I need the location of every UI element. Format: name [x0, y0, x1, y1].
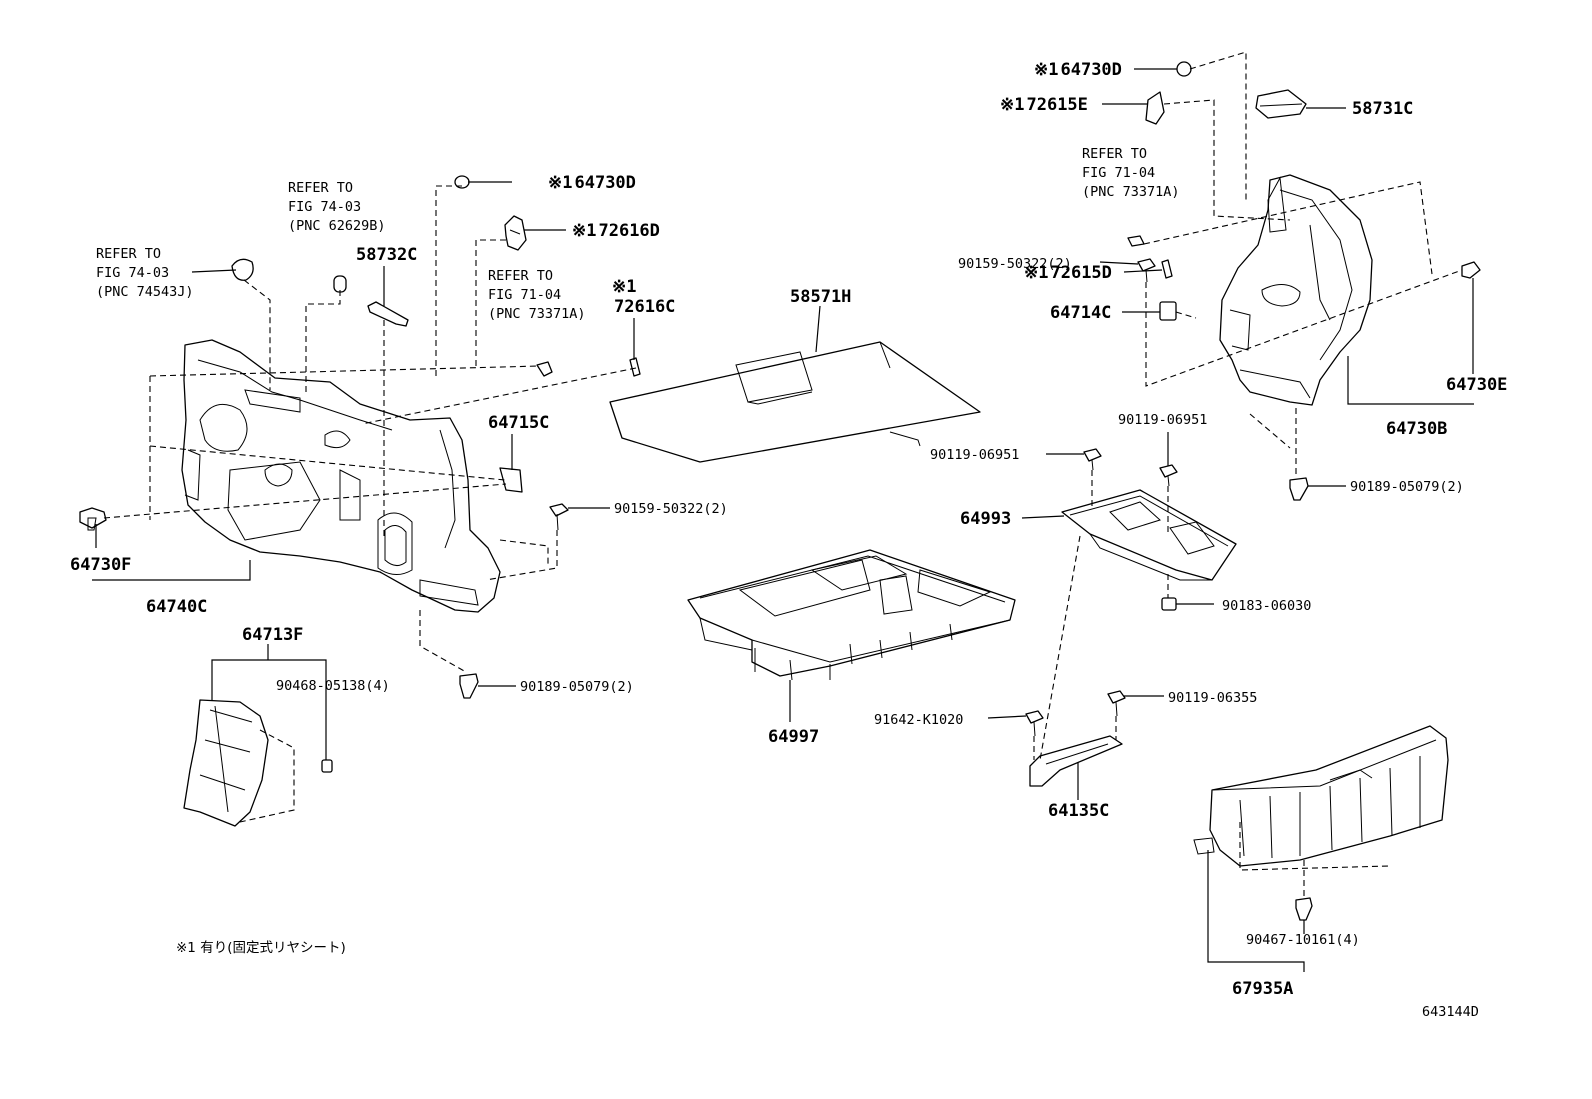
- leader-lines: [92, 68, 1474, 972]
- label-64997: 64997: [768, 727, 819, 747]
- scuff-plate-67935a: [1193, 725, 1449, 867]
- ref-73371a-left-line-3: (PNC 73371A): [488, 306, 586, 322]
- cover-58731c: [1255, 89, 1307, 119]
- bracket-72616d: [504, 215, 527, 251]
- screw-90159-left: [549, 503, 569, 531]
- label-90159-left: 90159-50322(2): [614, 501, 728, 517]
- ref-74543j-line-1: REFER TO: [96, 246, 161, 262]
- mark-1c: ※1: [612, 277, 636, 297]
- label-64730d-right: 64730D: [1060, 60, 1121, 80]
- assembly-lines: [103, 51, 1463, 896]
- label-72615e: 72615E: [1026, 95, 1087, 115]
- screw-90119-a: [1083, 448, 1102, 471]
- label-90467: 90467-10161(4): [1246, 932, 1360, 948]
- label-58571h: 58571H: [790, 287, 851, 307]
- label-90183: 90183-06030: [1222, 598, 1311, 614]
- ref-73371a-right-line-3: (PNC 73371A): [1082, 184, 1180, 200]
- label-72616d: 72616D: [598, 221, 659, 241]
- clip-90467: [1295, 897, 1313, 921]
- label-64714c: 64714C: [1050, 303, 1111, 323]
- clip-90189-right: [1289, 477, 1309, 501]
- clip-90189-left: [459, 673, 479, 699]
- ref-74543j-line-2: FIG 74-03: [96, 265, 169, 281]
- label-90119-c: 90119-06355: [1168, 690, 1257, 706]
- ref-62629b-line-3: (PNC 62629B): [288, 218, 386, 234]
- ref-73371a-left-line-1: REFER TO: [488, 268, 553, 284]
- label-58732c: 58732C: [356, 245, 417, 265]
- label-64713f: 64713F: [242, 625, 303, 645]
- label-64740c: 64740C: [146, 597, 207, 617]
- label-64730f: 64730F: [70, 555, 131, 575]
- bolt-91642: [1025, 710, 1044, 737]
- floor-box-64997: [687, 549, 1016, 681]
- label-64993: 64993: [960, 509, 1011, 529]
- plug-ref-62629b: [333, 275, 347, 293]
- ref-73371a-right-line-1: REFER TO: [1082, 146, 1147, 162]
- clip-64714c: [1159, 301, 1177, 321]
- reference-notes: REFER TO FIG 74-03 (PNC 74543J) REFER TO…: [96, 146, 1180, 322]
- screw-90119-c: [1107, 690, 1126, 717]
- mark-1a: ※1: [548, 173, 572, 193]
- bracket-58732c: [367, 301, 409, 327]
- figure-code: 643144D: [1422, 1004, 1479, 1020]
- label-91642: 91642-K1020: [874, 712, 963, 728]
- mark-1d: ※1: [1034, 60, 1058, 80]
- label-64135c: 64135C: [1048, 801, 1109, 821]
- hook-ref-73371a-right: [1127, 235, 1145, 247]
- clip-90468: [321, 759, 333, 773]
- ref-62629b-line-2: FIG 74-03: [288, 199, 361, 215]
- label-72616c: 72616C: [614, 297, 675, 317]
- hinge-72615e: [1145, 91, 1165, 125]
- label-90189-left: 90189-05079(2): [520, 679, 634, 695]
- bracket-64135c: [1029, 735, 1123, 787]
- label-90189-right: 90189-05079(2): [1350, 479, 1464, 495]
- ref-73371a-left-line-2: FIG 71-04: [488, 287, 561, 303]
- mark-1e: ※1: [1000, 95, 1024, 115]
- ref-74543j-line-3: (PNC 74543J): [96, 284, 194, 300]
- label-90468: 90468-05138(4): [276, 678, 390, 694]
- mark-1b: ※1: [572, 221, 596, 241]
- label-67935a: 67935A: [1232, 979, 1293, 999]
- nut-90183: [1161, 597, 1177, 611]
- label-64730b: 64730B: [1386, 419, 1447, 439]
- label-64715c: 64715C: [488, 413, 549, 433]
- mark-1f: ※1: [1024, 263, 1048, 283]
- quarter-trim-left-64740c: [181, 339, 501, 613]
- ref-62629b-line-1: REFER TO: [288, 180, 353, 196]
- trim-64713f: [183, 699, 269, 827]
- screw-90119-b: [1159, 464, 1178, 487]
- label-58731c: 58731C: [1352, 99, 1413, 119]
- cap-ref-74543j: [231, 258, 254, 281]
- clip-64730e: [1461, 261, 1481, 279]
- label-90119-a: 90119-06951: [930, 447, 1019, 463]
- deck-board-58571h: [609, 341, 981, 463]
- label-72615d: 72615D: [1050, 263, 1111, 283]
- label-64730d-left: 64730D: [574, 173, 635, 193]
- label-64730e: 64730E: [1446, 375, 1507, 395]
- ref-73371a-right-line-2: FIG 71-04: [1082, 165, 1155, 181]
- cap-64730d-right: [1176, 61, 1192, 77]
- footnote: ※1 有り(固定式リヤシート): [176, 940, 346, 956]
- screw-90159-right: [1137, 258, 1156, 283]
- clip-64730f: [79, 507, 107, 531]
- label-90119-b: 90119-06951: [1118, 412, 1207, 428]
- tray-64993: [1061, 489, 1237, 581]
- label-90159-right: 90159-50322(2): [958, 256, 1072, 272]
- pin-72616c: [629, 357, 641, 377]
- clip-64715c: [499, 467, 523, 493]
- hook-ref-73371a-left: [536, 361, 553, 377]
- pin-72615d: [1161, 259, 1173, 279]
